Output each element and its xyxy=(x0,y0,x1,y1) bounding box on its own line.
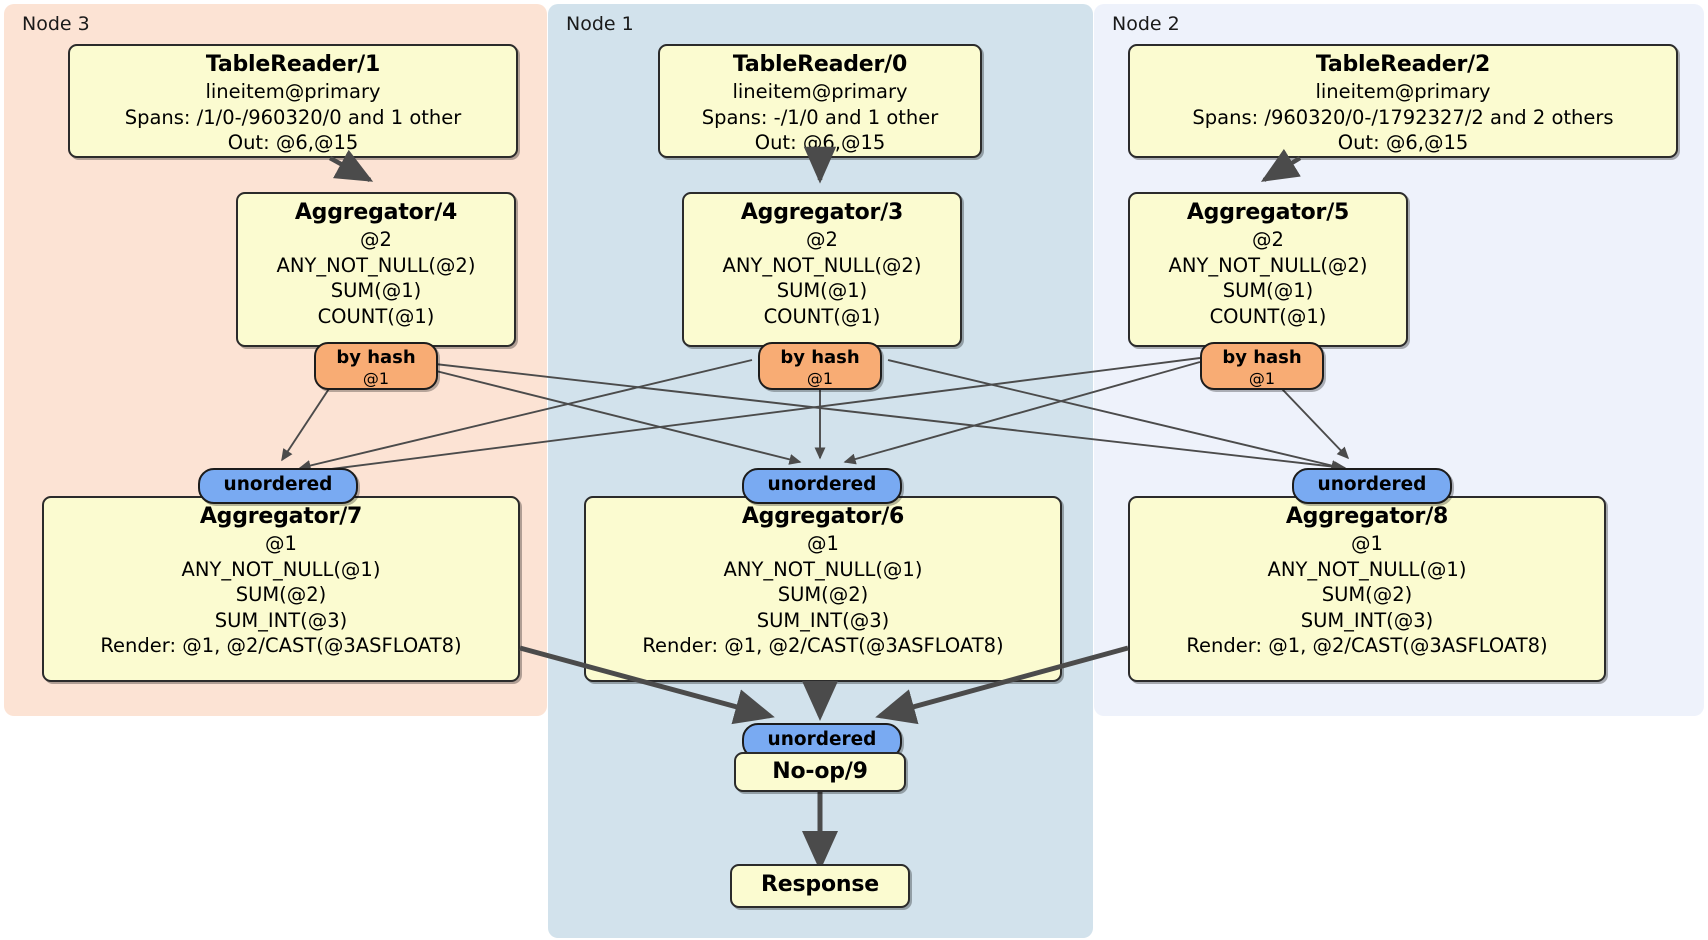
processor-line: Render: @1, @2/CAST(@3ASFLOAT8) xyxy=(642,634,1004,657)
processor-aggregator-8[interactable]: Aggregator/8 @1 ANY_NOT_NULL(@1) SUM(@2)… xyxy=(1128,496,1606,682)
processor-line: COUNT(@1) xyxy=(317,304,435,328)
processor-title: TableReader/1 xyxy=(205,52,381,77)
processor-line: SUM_INT(@3) xyxy=(1300,608,1434,632)
router-column: @1 xyxy=(362,369,390,388)
processor-line: lineitem@primary xyxy=(732,80,908,103)
processor-line: lineitem@primary xyxy=(1315,80,1491,103)
router-label: unordered xyxy=(767,474,877,495)
processor-line: SUM(@2) xyxy=(777,583,869,606)
router-column: @1 xyxy=(806,369,834,388)
processor-line: COUNT(@1) xyxy=(1209,304,1327,328)
processor-title: TableReader/0 xyxy=(732,52,908,77)
processor-aggregator-3[interactable]: Aggregator/3 @2 ANY_NOT_NULL(@2) SUM(@1)… xyxy=(682,192,962,347)
processor-line: SUM(@2) xyxy=(235,583,327,606)
processor-line: Render: @1, @2/CAST(@3ASFLOAT8) xyxy=(1186,634,1548,657)
processor-title: Aggregator/5 xyxy=(1186,200,1350,225)
processor-line: ANY_NOT_NULL(@2) xyxy=(722,253,922,277)
processor-title: Aggregator/8 xyxy=(1285,504,1449,529)
processor-aggregator-6[interactable]: Aggregator/6 @1 ANY_NOT_NULL(@1) SUM(@2)… xyxy=(584,496,1062,682)
processor-line: @2 xyxy=(360,228,392,251)
processor-line: @1 xyxy=(1351,532,1383,555)
processor-title: Aggregator/3 xyxy=(740,200,904,225)
processor-line: ANY_NOT_NULL(@2) xyxy=(1168,253,1368,277)
processor-line: Out: @6,@15 xyxy=(227,131,359,154)
processor-line: SUM(@1) xyxy=(1222,279,1314,302)
processor-table-reader-0[interactable]: TableReader/0 lineitem@primary Spans: -/… xyxy=(658,44,982,158)
router-hash-left[interactable]: by hash @1 xyxy=(314,342,438,390)
processor-line: Spans: /1/0-/960320/0 and 1 other xyxy=(124,105,462,129)
processor-title: Response xyxy=(761,872,879,897)
processor-line: ANY_NOT_NULL(@1) xyxy=(723,557,923,581)
processor-line: SUM_INT(@3) xyxy=(214,608,348,632)
processor-line: Spans: /960320/0-/1792327/2 and 2 others xyxy=(1192,105,1614,129)
node-label-node2: Node 2 xyxy=(1112,13,1180,35)
processor-title: Aggregator/6 xyxy=(741,504,905,529)
processor-title: Aggregator/7 xyxy=(199,504,363,529)
router-hash-mid[interactable]: by hash @1 xyxy=(758,342,882,390)
processor-table-reader-2[interactable]: TableReader/2 lineitem@primary Spans: /9… xyxy=(1128,44,1678,158)
processor-line: @1 xyxy=(807,532,839,555)
router-unordered-mid[interactable]: unordered xyxy=(742,468,902,504)
router-label: by hash xyxy=(1222,347,1302,368)
processor-title: TableReader/2 xyxy=(1315,52,1491,77)
processor-line: COUNT(@1) xyxy=(763,304,881,328)
router-unordered-right[interactable]: unordered xyxy=(1292,468,1452,504)
processor-title: Aggregator/4 xyxy=(294,200,458,225)
processor-line: Render: @1, @2/CAST(@3ASFLOAT8) xyxy=(100,634,462,657)
router-column: @1 xyxy=(1248,369,1276,388)
node-label-node3: Node 3 xyxy=(22,13,90,35)
processor-line: SUM(@1) xyxy=(776,279,868,302)
router-label: unordered xyxy=(223,474,333,495)
processor-noop-9[interactable]: No-op/9 xyxy=(734,752,906,792)
processor-line: SUM(@2) xyxy=(1321,583,1413,606)
router-unordered-left[interactable]: unordered xyxy=(198,468,358,504)
router-label: by hash xyxy=(780,347,860,368)
processor-line: SUM_INT(@3) xyxy=(756,608,890,632)
processor-table-reader-1[interactable]: TableReader/1 lineitem@primary Spans: /1… xyxy=(68,44,518,158)
processor-title: No-op/9 xyxy=(772,759,868,784)
router-label: unordered xyxy=(1317,474,1427,495)
router-label: by hash xyxy=(336,347,416,368)
processor-aggregator-7[interactable]: Aggregator/7 @1 ANY_NOT_NULL(@1) SUM(@2)… xyxy=(42,496,520,682)
processor-response[interactable]: Response xyxy=(730,864,910,908)
router-label: unordered xyxy=(767,729,877,750)
processor-line: @2 xyxy=(806,228,838,251)
processor-line: Out: @6,@15 xyxy=(754,131,886,154)
processor-line: ANY_NOT_NULL(@1) xyxy=(181,557,381,581)
processor-line: ANY_NOT_NULL(@1) xyxy=(1267,557,1467,581)
processor-line: ANY_NOT_NULL(@2) xyxy=(276,253,476,277)
processor-aggregator-4[interactable]: Aggregator/4 @2 ANY_NOT_NULL(@2) SUM(@1)… xyxy=(236,192,516,347)
processor-line: SUM(@1) xyxy=(330,279,422,302)
processor-line: lineitem@primary xyxy=(205,80,381,103)
node-label-node1: Node 1 xyxy=(566,13,634,35)
processor-line: Spans: -/1/0 and 1 other xyxy=(701,105,939,129)
router-hash-right[interactable]: by hash @1 xyxy=(1200,342,1324,390)
processor-line: @1 xyxy=(265,532,297,555)
processor-line: Out: @6,@15 xyxy=(1337,131,1469,154)
processor-aggregator-5[interactable]: Aggregator/5 @2 ANY_NOT_NULL(@2) SUM(@1)… xyxy=(1128,192,1408,347)
processor-line: @2 xyxy=(1252,228,1284,251)
